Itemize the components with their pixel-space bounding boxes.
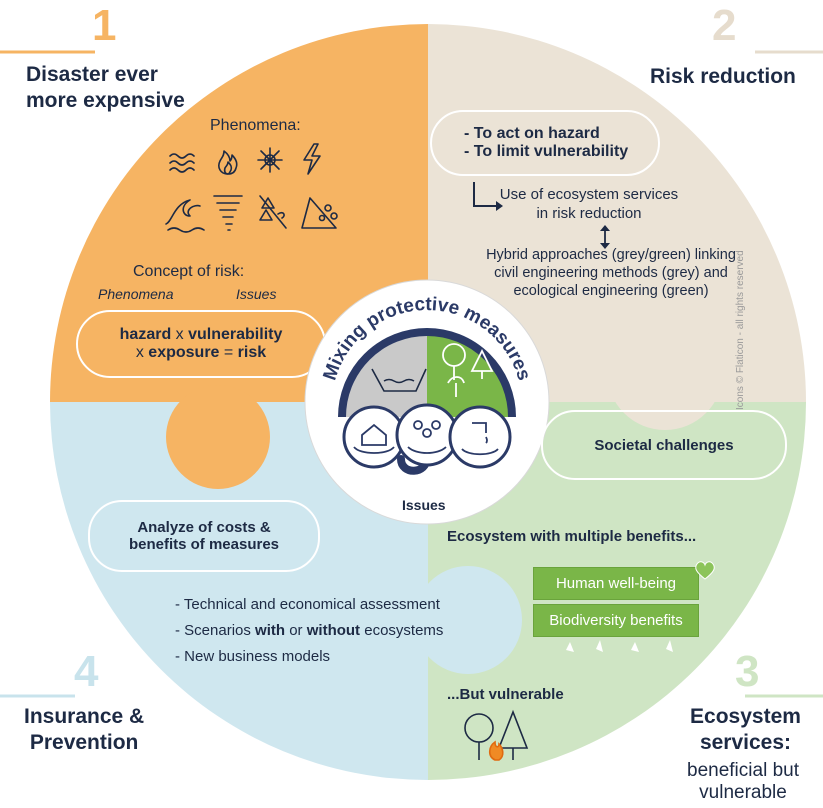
tsunami-icon: [165, 199, 205, 233]
ecosystem-use-text: Use of ecosystem services in risk reduct…: [499, 186, 679, 222]
elbow-arrow-icon: [473, 182, 503, 211]
trees-icon: [442, 343, 494, 397]
exposure-term: exposure: [148, 344, 220, 361]
societal-challenges-text: Societal challenges: [594, 436, 734, 454]
risk-concept-label: Concept of risk:: [133, 263, 245, 280]
lightning-icon: [303, 143, 321, 175]
multiple-benefits-text: Ecosystem with multiple benefits...: [447, 528, 697, 545]
equals-symbol: =: [219, 344, 238, 361]
issue-icons: [342, 403, 512, 469]
biodiversity-box: Biodiversity benefits: [533, 604, 699, 637]
dam-icon: [371, 368, 427, 392]
umbrella-grey-half: [342, 332, 427, 417]
risk-formula-line2: x exposure = risk: [136, 344, 266, 362]
quadrant-1-title: Disaster ever more expensive: [26, 63, 185, 113]
double-arrow-icon: [600, 225, 610, 249]
fire-icon: [218, 150, 238, 175]
landslide-icon: [301, 197, 338, 229]
bullet-business-models: - New business models: [175, 648, 331, 665]
tornado-icon: [213, 195, 243, 231]
center-emblem: Mixing protective measures: [304, 279, 550, 525]
human-wellbeing-label: Human well-being: [555, 575, 677, 592]
knob-q4-right: [414, 566, 522, 674]
quadrant-4-number: 4: [74, 647, 99, 696]
analyze-costs-pill: Analyze of costs & benefits of measures: [88, 500, 320, 572]
issues-label: Issues: [402, 497, 446, 513]
societal-challenges-pill: Societal challenges: [541, 410, 787, 480]
house-hands-icon: [342, 405, 406, 469]
act-on-hazard: - To act on hazard: [464, 125, 600, 142]
quadrant-3-title: Ecosystem services:: [690, 705, 801, 755]
people-hands-icon: [395, 403, 459, 467]
scenarios-suffix: ecosystems: [360, 622, 444, 639]
bullet-scenarios: - Scenarios with or without ecosystems: [175, 622, 443, 641]
risk-phenomena-caption: Phenomena: [98, 286, 174, 302]
umbrella-green-half: [427, 332, 512, 417]
water-hands-icon: [448, 405, 512, 469]
bullet-technical: - Technical and economical assessment: [175, 596, 440, 613]
quadrant-2-number: 2: [712, 1, 737, 50]
knob-q2-down: [607, 314, 723, 430]
risk-formula-line1: hazard x vulnerability: [120, 326, 283, 344]
scenarios-without: without: [306, 622, 361, 639]
limit-vulnerability: - To limit vulnerability: [464, 143, 629, 160]
scenarios-or: or: [285, 622, 307, 639]
storm-icon: [257, 147, 283, 173]
but-vulnerable-text: ...But vulnerable: [447, 686, 564, 703]
times-symbol-2: x: [135, 344, 149, 361]
biodiversity-label: Biodiversity benefits: [549, 612, 683, 629]
human-wellbeing-box: Human well-being: [533, 567, 699, 600]
phenomena-icons: [165, 143, 338, 233]
hazard-term: hazard: [119, 326, 172, 343]
quadrant-3-number: 3: [735, 647, 760, 696]
burning-forest-icon: [464, 709, 529, 761]
phenomena-label: Phenomena:: [210, 117, 301, 134]
knob-q1-down: [166, 385, 270, 489]
heart-icon: [695, 561, 715, 580]
risk-issues-caption: Issues: [236, 286, 277, 302]
times-symbol-1: x: [171, 326, 189, 343]
scenarios-prefix: - Scenarios: [175, 622, 256, 639]
scenarios-with: with: [255, 622, 286, 639]
risk-formula-pill: hazard x vulnerability x exposure = risk: [76, 310, 326, 378]
hazard-vulnerability-pill: - To act on hazard - To limit vulnerabil…: [430, 110, 660, 176]
leaves-decoration: [566, 640, 673, 652]
risk-term: risk: [237, 344, 267, 361]
hybrid-approaches-text: Hybrid approaches (grey/green) linking c…: [486, 247, 736, 300]
quadrant-4-title: Insurance & Prevention: [24, 705, 145, 755]
quadrant-1-number: 1: [92, 1, 117, 50]
quadrant-2-title: Risk reduction: [650, 65, 796, 88]
analyze-costs-text: Analyze of costs & benefits of measures: [128, 519, 280, 553]
quadrant-3-subtitle: beneficial but vulnerable: [687, 760, 799, 803]
waves-icon: [169, 153, 195, 173]
icons-credit: Icons © Flaticon - all rights reserved: [735, 250, 746, 410]
vulnerability-term: vulnerability: [188, 326, 283, 343]
wind-tree-icon: [259, 195, 287, 229]
